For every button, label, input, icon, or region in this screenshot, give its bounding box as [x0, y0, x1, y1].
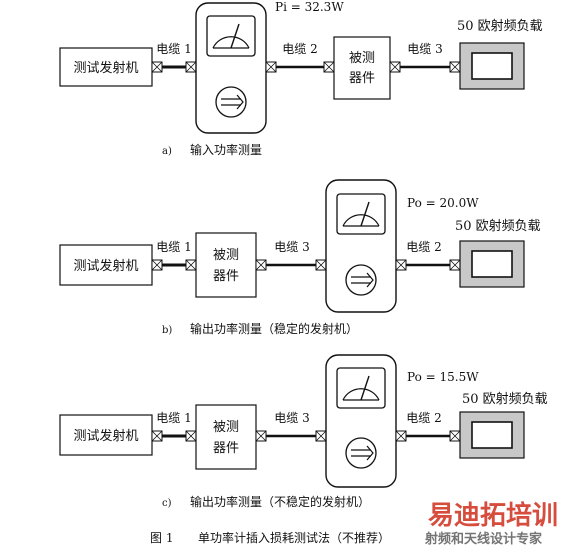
cable-2-label: 电缆 2 [282, 42, 317, 56]
cable-1-label: 电缆 1 [156, 42, 191, 56]
meter-knob-icon [215, 86, 247, 118]
transmitter-box [59, 414, 153, 456]
connector-icon [151, 259, 163, 271]
watermark: 易迪拓培训 射频和天线设计专家 [424, 501, 558, 547]
connector-icon [185, 61, 197, 73]
load-icon [459, 42, 525, 90]
figure-caption-text: 单功率计插入损耗测试法（不推荐） [198, 530, 390, 545]
connector-icon [315, 430, 327, 442]
cable-2-label: 电缆 2 [406, 411, 441, 425]
caption-letter: b) [162, 325, 172, 336]
connector-icon [315, 259, 327, 271]
transmitter-label: 测试发射机 [73, 60, 138, 76]
diagram-a: 测试发射机 电缆 1 Pi = 32.3W 电缆 2 被测 器件 电缆 3 50… [59, 0, 543, 157]
transmitter-label: 测试发射机 [73, 258, 138, 274]
watermark-brand: 易迪拓培训 [428, 501, 558, 531]
meter-knob-icon [345, 264, 377, 296]
transmitter-box [59, 47, 153, 87]
figure-number: 图 1 [150, 531, 173, 545]
load-label: 50 欧射频负载 [457, 18, 543, 34]
connector-icon [151, 430, 163, 442]
power-reading: Po = 15.5W [407, 370, 479, 384]
connector-icon [265, 61, 277, 73]
power-reading: Pi = 32.3W [275, 0, 344, 14]
caption-letter: c) [162, 498, 172, 509]
connector-icon [255, 259, 267, 271]
connector-icon [185, 430, 197, 442]
connector-icon [323, 61, 335, 73]
caption-text: 输出功率测量（稳定的发射机） [190, 321, 358, 336]
connector-icon [395, 430, 407, 442]
load-label: 50 欧射频负载 [455, 218, 541, 234]
cable-1-label: 电缆 1 [156, 240, 191, 254]
meter-knob-icon [345, 437, 377, 469]
connector-icon [449, 430, 461, 442]
cable-2-label: 电缆 2 [406, 240, 441, 254]
caption-text: 输入功率测量 [190, 142, 262, 157]
caption-letter: a) [162, 146, 172, 157]
diagram-c: 测试发射机 电缆 1 被测 器件 电缆 3 Po = 15.5W 电缆 2 50… [59, 354, 548, 509]
connector-icon [255, 430, 267, 442]
diagram-b: 测试发射机 电缆 1 被测 器件 电缆 3 Po = 20.0W 电缆 2 50… [59, 179, 541, 336]
watermark-tagline: 射频和天线设计专家 [424, 531, 543, 547]
load-icon [459, 411, 525, 459]
cable-3-label: 电缆 3 [274, 411, 309, 425]
load-label: 50 欧射频负载 [462, 391, 548, 407]
dut-box [333, 36, 391, 100]
dut-label-line2: 器件 [213, 269, 239, 284]
cable-3-label: 电缆 3 [274, 240, 309, 254]
dut-label-line2: 器件 [213, 441, 239, 456]
cable-3-label: 电缆 3 [407, 42, 442, 56]
dut-box [195, 404, 257, 470]
load-icon [459, 240, 525, 288]
connector-icon [449, 61, 461, 73]
dut-label-line1: 被测 [349, 51, 375, 66]
dut-box [195, 232, 257, 298]
meter-dial-icon [336, 193, 386, 235]
connector-icon [449, 259, 461, 271]
dut-label-line1: 被测 [213, 248, 239, 263]
connector-icon [151, 61, 163, 73]
dut-label-line1: 被测 [213, 420, 239, 435]
connector-icon [395, 259, 407, 271]
dut-label-line2: 器件 [349, 71, 375, 86]
power-reading: Po = 20.0W [407, 196, 479, 210]
connector-icon [389, 61, 401, 73]
caption-text: 输出功率测量（不稳定的发射机） [190, 494, 370, 509]
connector-icon [185, 259, 197, 271]
transmitter-label: 测试发射机 [73, 428, 138, 444]
cable-1-label: 电缆 1 [156, 411, 191, 425]
meter-dial-icon [336, 367, 386, 409]
meter-dial-icon [206, 15, 256, 57]
